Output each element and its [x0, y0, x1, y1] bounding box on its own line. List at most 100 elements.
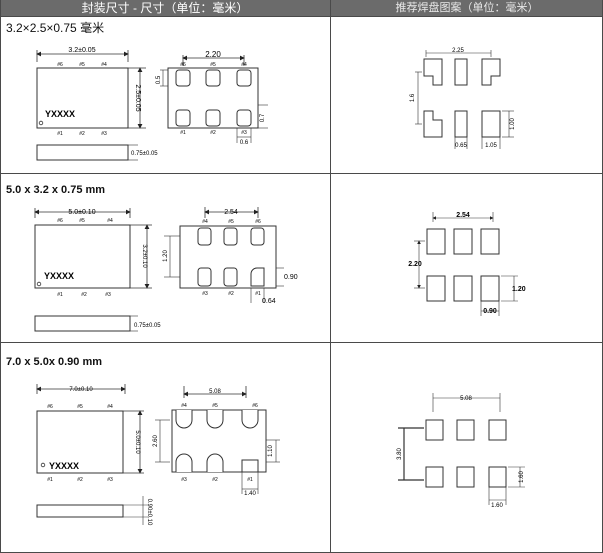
- s3-bv-pad: [206, 453, 224, 472]
- s3-bv-pin-top-1: #4: [181, 403, 187, 409]
- s3-bv-pad: [241, 459, 259, 473]
- s1-bv-pad: [205, 69, 221, 87]
- s1-lp-pad-width-small: 0.65: [455, 143, 467, 149]
- s3-bv-pad-width: 1.10: [268, 445, 274, 457]
- s1-bv-pin-top-3: #4: [241, 62, 247, 68]
- s2-lp-pad: [426, 275, 446, 302]
- header-right-title: 推荐焊盘图案（单位：毫米）: [395, 2, 539, 14]
- s1-height-dim: 2.5±0.05: [134, 84, 141, 111]
- s1-width-dim: 3.2±0.05: [68, 47, 95, 54]
- section-2-title: 5.0 x 3.2 x 0.75 mm: [6, 184, 106, 196]
- s3-thickness-dim: 0.90±0.10: [146, 499, 152, 526]
- column-divider: [330, 0, 331, 553]
- s1-lp-pad: [454, 58, 468, 86]
- s3-lp-pad: [456, 466, 475, 488]
- s1-bv-pin-bottom-2: #2: [210, 130, 216, 136]
- s1-bv-edge-dim: 0.6: [240, 140, 249, 146]
- s3-pin1-dot: [40, 462, 46, 468]
- s3-bv-edge-dim: 1.40: [244, 491, 256, 497]
- s2-package-body: [34, 224, 131, 289]
- s3-pin-top-3: #4: [107, 404, 113, 410]
- s2-bv-pad: [250, 267, 265, 287]
- section-3-package-top-view: 7.0±0.10 #6 #5 #4 YXXXX #1 #2 #3 5.0±0.1…: [36, 384, 152, 526]
- s2-bv-pin-top-3: #6: [255, 219, 261, 225]
- s1-bv-pad-height: 0.5: [156, 75, 162, 84]
- s3-lp-pad: [488, 466, 507, 488]
- s2-pin-top-2: #5: [79, 218, 85, 224]
- s3-bv-pin-top-2: #5: [212, 403, 218, 409]
- s2-thickness-dim: 0.75±0.05: [134, 323, 161, 329]
- section-2-land-pattern: 2.54 2.20 1.20 0.90: [408, 212, 526, 316]
- s2-bv-pin-bottom-1: #3: [202, 291, 208, 297]
- header-package-dimensions: 封装尺寸 - 尺寸（单位：毫米）: [0, 0, 330, 16]
- s2-bv-pad-width: 0.90: [284, 274, 298, 281]
- s2-width-dim: 5.0±0.10: [68, 209, 95, 216]
- s3-bv-pad: [241, 410, 259, 429]
- s3-bv-pad: [206, 410, 224, 429]
- s2-bv-pad: [250, 227, 265, 246]
- s1-lp-pad: [454, 110, 468, 138]
- s1-pin-bottom-2: #2: [79, 131, 85, 137]
- s3-package-side-view: [36, 504, 124, 518]
- s1-bv-pitch-dim: 2.20: [205, 50, 221, 59]
- s3-pin-top-2: #5: [77, 404, 83, 410]
- s3-pin-bottom-3: #3: [107, 477, 113, 483]
- s3-lp-pad: [456, 419, 475, 441]
- s2-lp-height-dim: 2.20: [408, 261, 422, 268]
- s2-lp-pad: [480, 228, 500, 255]
- section-1-package-top-view: 3.2±0.05 #6 #5 #4 YXXXX #1 #2 #3 2.5±0.0…: [36, 47, 158, 161]
- s1-pin-bottom-1: #1: [57, 131, 63, 137]
- s1-lp-pad: [481, 110, 501, 138]
- s1-bv-pad: [236, 109, 252, 127]
- s3-width-dim: 7.0±0.10: [69, 387, 93, 393]
- header-left-title: 封装尺寸 - 尺寸（单位：毫米）: [81, 1, 249, 15]
- s1-pin1-dot: [38, 120, 44, 126]
- s1-package-side-view: [36, 144, 129, 161]
- s3-bv-pin-bottom-1: #3: [181, 477, 187, 483]
- s2-pin-top-3: #4: [107, 218, 113, 224]
- s3-pin-top-1: #6: [47, 404, 53, 410]
- s3-bv-pin-bottom-3: #1: [247, 477, 253, 483]
- s1-bv-pin-top-2: #5: [210, 62, 216, 68]
- s2-package-side-view: [34, 315, 131, 332]
- section-1-land-pattern: 2.25 1.6 1.00 0.65 1.05: [410, 48, 516, 149]
- s1-bv-pin-bottom-1: #1: [180, 130, 186, 136]
- s2-bv-pad-height: 1.20: [163, 250, 169, 262]
- s3-bv-pad-height: 2.60: [153, 435, 159, 447]
- s2-bv-pin-bottom-3: #1: [255, 291, 261, 297]
- s2-pin-bottom-2: #2: [81, 292, 87, 298]
- s2-lp-pad-height: 1.20: [512, 286, 526, 293]
- s1-bv-pad-width: 0.7: [260, 113, 266, 122]
- s1-lp-pad: [481, 58, 501, 86]
- section-1-bottom-view: 2.20 #6 #5 #4 #1 #2 #3 0.5 0.7: [156, 50, 268, 146]
- s2-bv-pad: [197, 267, 212, 287]
- s1-pin-bottom-3: #3: [101, 131, 107, 137]
- section-2-package-top-view: 5.0±0.10 #6 #5 #4 YXXXX #1 #2 #3 3.2±0.1…: [34, 208, 161, 332]
- s1-lp-width-dim: 2.25: [452, 48, 464, 54]
- s3-lp-pad-height: 1.60: [519, 471, 525, 483]
- s3-lp-pad: [488, 419, 507, 441]
- s3-pin-bottom-1: #1: [47, 477, 53, 483]
- s2-bv-pad: [197, 227, 212, 246]
- s1-bv-pad: [175, 109, 191, 127]
- section-3-bottom-view: 5.08 #4 #5 #6 #3 #2 #1 2.60 1.10 1: [153, 386, 280, 497]
- s3-bv-pad: [175, 410, 193, 429]
- s1-thickness-dim: 0.75±0.05: [131, 151, 158, 157]
- s3-package-body: [36, 410, 124, 474]
- s2-bv-pitch-dim: 2.54: [224, 209, 238, 216]
- s1-bv-pin-top-1: #6: [180, 62, 186, 68]
- header-divider: [0, 16, 603, 17]
- s3-lp-width-dim: 5.08: [460, 396, 472, 402]
- s2-lp-pad: [453, 228, 473, 255]
- s1-pin-top-2: #5: [79, 62, 85, 68]
- s1-lp-pad-width-large: 1.05: [485, 143, 497, 149]
- section-3-title: 7.0 x 5.0x 0.90 mm: [6, 356, 103, 368]
- s3-lp-pad-width: 1.60: [491, 503, 503, 509]
- s1-package-body: [36, 67, 129, 129]
- s2-bv-pin-top-2: #5: [228, 219, 234, 225]
- s1-pin-top-3: #4: [101, 62, 107, 68]
- s3-lp-height-dim: 3.80: [397, 448, 403, 460]
- s2-bv-pad: [223, 227, 238, 246]
- s3-height-dim: 5.0±0.10: [134, 430, 140, 454]
